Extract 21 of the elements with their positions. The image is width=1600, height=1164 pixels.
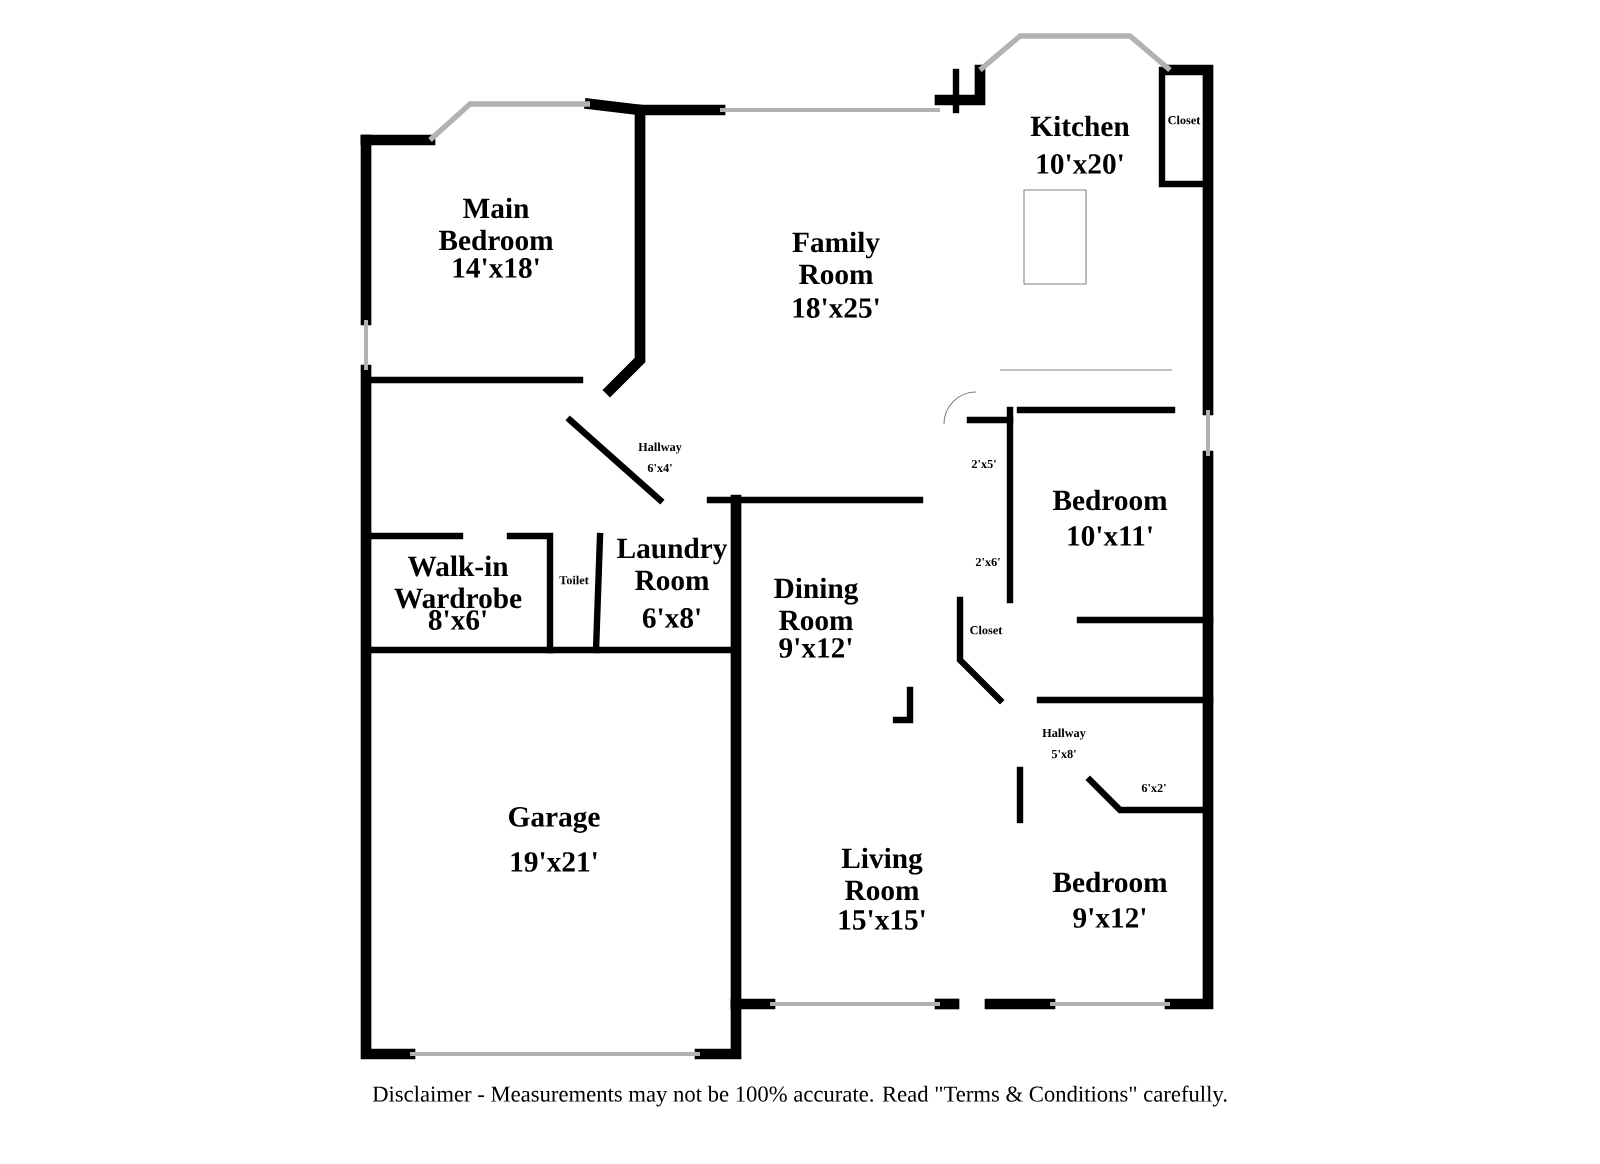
room-label: Bedroom bbox=[1052, 871, 1168, 893]
dimension-label: 8'x6' bbox=[428, 610, 486, 630]
room-label: Main Bedroom bbox=[438, 197, 554, 251]
dimension-label: 6'x8' bbox=[642, 608, 700, 628]
room-label: Laundry Room bbox=[617, 537, 728, 591]
room-label: Kitchen bbox=[1030, 115, 1130, 137]
room-label: Bedroom bbox=[1052, 489, 1168, 511]
dimension-label: 15'x15' bbox=[839, 910, 925, 930]
dimension-label: 10'x11' bbox=[1068, 526, 1152, 546]
room-label: Dining Room bbox=[774, 577, 859, 631]
dimension-label: 19'x21' bbox=[511, 852, 597, 872]
dimension-label: 18'x25' bbox=[793, 298, 879, 318]
room-label: Walk-in Wardrobe bbox=[394, 555, 522, 609]
dimension-label: 9'x12' bbox=[1073, 908, 1146, 928]
dimension-label: 9'x12' bbox=[779, 638, 852, 658]
disclaimer-note: Disclaimer - Measurements may not be 100% accurate. Read "Terms & Conditions" carefully. bbox=[372, 1085, 1227, 1107]
room-label: Garage bbox=[509, 807, 600, 833]
dimension-label: 14'x18' bbox=[453, 258, 539, 278]
room-label: Living Room bbox=[841, 847, 923, 901]
dimension-label: 10'x20' bbox=[1037, 154, 1123, 174]
room-label: Family Room bbox=[792, 231, 880, 285]
